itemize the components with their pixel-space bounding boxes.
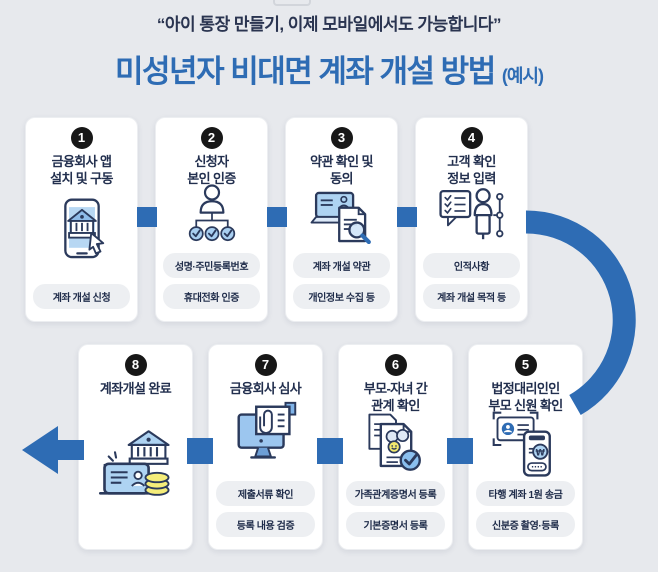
flow-connector (187, 438, 213, 464)
step-card-4: 4 고객 확인 정보 입력 (415, 117, 528, 322)
flow-connector (137, 207, 157, 227)
step-detail-pill: 가족관계증명서 등록 (346, 481, 445, 506)
cropped-box-fragment (273, 0, 311, 6)
flow-connector (267, 207, 287, 227)
step-number-badge: 8 (124, 354, 147, 376)
step-title: 약관 확인 및 동의 (310, 154, 373, 187)
page-title-text: 미성년자 비대면 계좌 개설 방법 (115, 54, 496, 89)
step-number-badge: 7 (254, 354, 277, 376)
company-review-icon (214, 397, 317, 475)
step-detail-pill: 신분증 촬영·등록 (476, 512, 575, 537)
step-card-2: 2 신청자 본인 인증 성명·주민등록번호 휴대전화 인증 (155, 117, 268, 322)
flow-exit-arrow (22, 426, 84, 474)
step-detail-pill: 계좌 개설 신청 (33, 284, 130, 309)
parent-id-check-icon: ₩ ···· (474, 411, 577, 477)
page-title: 미성년자 비대면 계좌 개설 방법 (예시) (0, 46, 658, 91)
step-card-7: 7 금융회사 심사 제출서류 확인 등록 내용 검증 (208, 344, 323, 550)
step-title: 고객 확인 정보 입력 (447, 154, 496, 187)
svg-text:····: ···· (531, 462, 543, 471)
step-number-badge: 4 (460, 127, 483, 149)
step-number-badge: 3 (330, 127, 353, 149)
step-title: 법정대리인인 부모 신원 확인 (488, 381, 563, 414)
terms-review-icon (291, 187, 392, 247)
step-detail-pill: 계좌 개설 약관 (293, 253, 390, 278)
subtitle-quote: “아이 통장 만들기, 이제 모바일에서도 가능합니다” (156, 15, 502, 34)
flow-connector (397, 207, 417, 227)
identity-verification-icon (161, 184, 262, 247)
step-detail-pill: 기본증명서 등록 (346, 512, 445, 537)
customer-info-icon (421, 187, 522, 247)
step-card-8: 8 계좌개설 완료 (78, 344, 193, 550)
flow-connector (317, 438, 343, 464)
step-detail-pill: 등록 내용 검증 (216, 512, 315, 537)
step-number-badge: 5 (514, 354, 537, 376)
step-title: 부모-자녀 간 관계 확인 (363, 381, 428, 414)
account-complete-icon (84, 397, 187, 537)
svg-text:₩: ₩ (535, 448, 545, 458)
step-detail-pill: 인적사항 (423, 253, 520, 278)
flow-curve-arrow (525, 210, 636, 415)
step-number-badge: 6 (384, 354, 407, 376)
step-card-6: 6 부모-자녀 간 관계 확인 (338, 344, 453, 550)
family-certificate-icon (344, 413, 447, 475)
page-title-suffix: (예시) (501, 66, 544, 86)
step-detail-pill: 계좌 개설 목적 등 (423, 284, 520, 309)
step-detail-pill: 개인정보 수집 등 (293, 284, 390, 309)
step-detail-pill: 타행 계좌 1원 송금 (476, 481, 575, 506)
step-number-badge: 2 (200, 127, 223, 149)
step-title: 금융회사 앱 설치 및 구동 (50, 154, 113, 187)
step-detail-pill: 성명·주민등록번호 (163, 253, 260, 278)
step-title: 신청자 본인 인증 (187, 154, 236, 187)
phone-bank-icon (31, 187, 132, 278)
step-detail-pill: 휴대전화 인증 (163, 284, 260, 309)
step-card-3: 3 약관 확인 및 동의 계좌 개설 약관 개인정보 수집 (285, 117, 398, 322)
flow-connector (447, 438, 473, 464)
step-number-badge: 1 (70, 127, 93, 149)
step-card-1: 1 금융회사 앱 설치 및 구동 계좌 개설 신청 (25, 117, 138, 322)
step-detail-pill: 제출서류 확인 (216, 481, 315, 506)
step-title: 금융회사 심사 (229, 381, 302, 396)
step-card-5: 5 법정대리인인 부모 신원 확인 ₩ (468, 344, 583, 550)
step-title: 계좌개설 완료 (99, 381, 172, 396)
